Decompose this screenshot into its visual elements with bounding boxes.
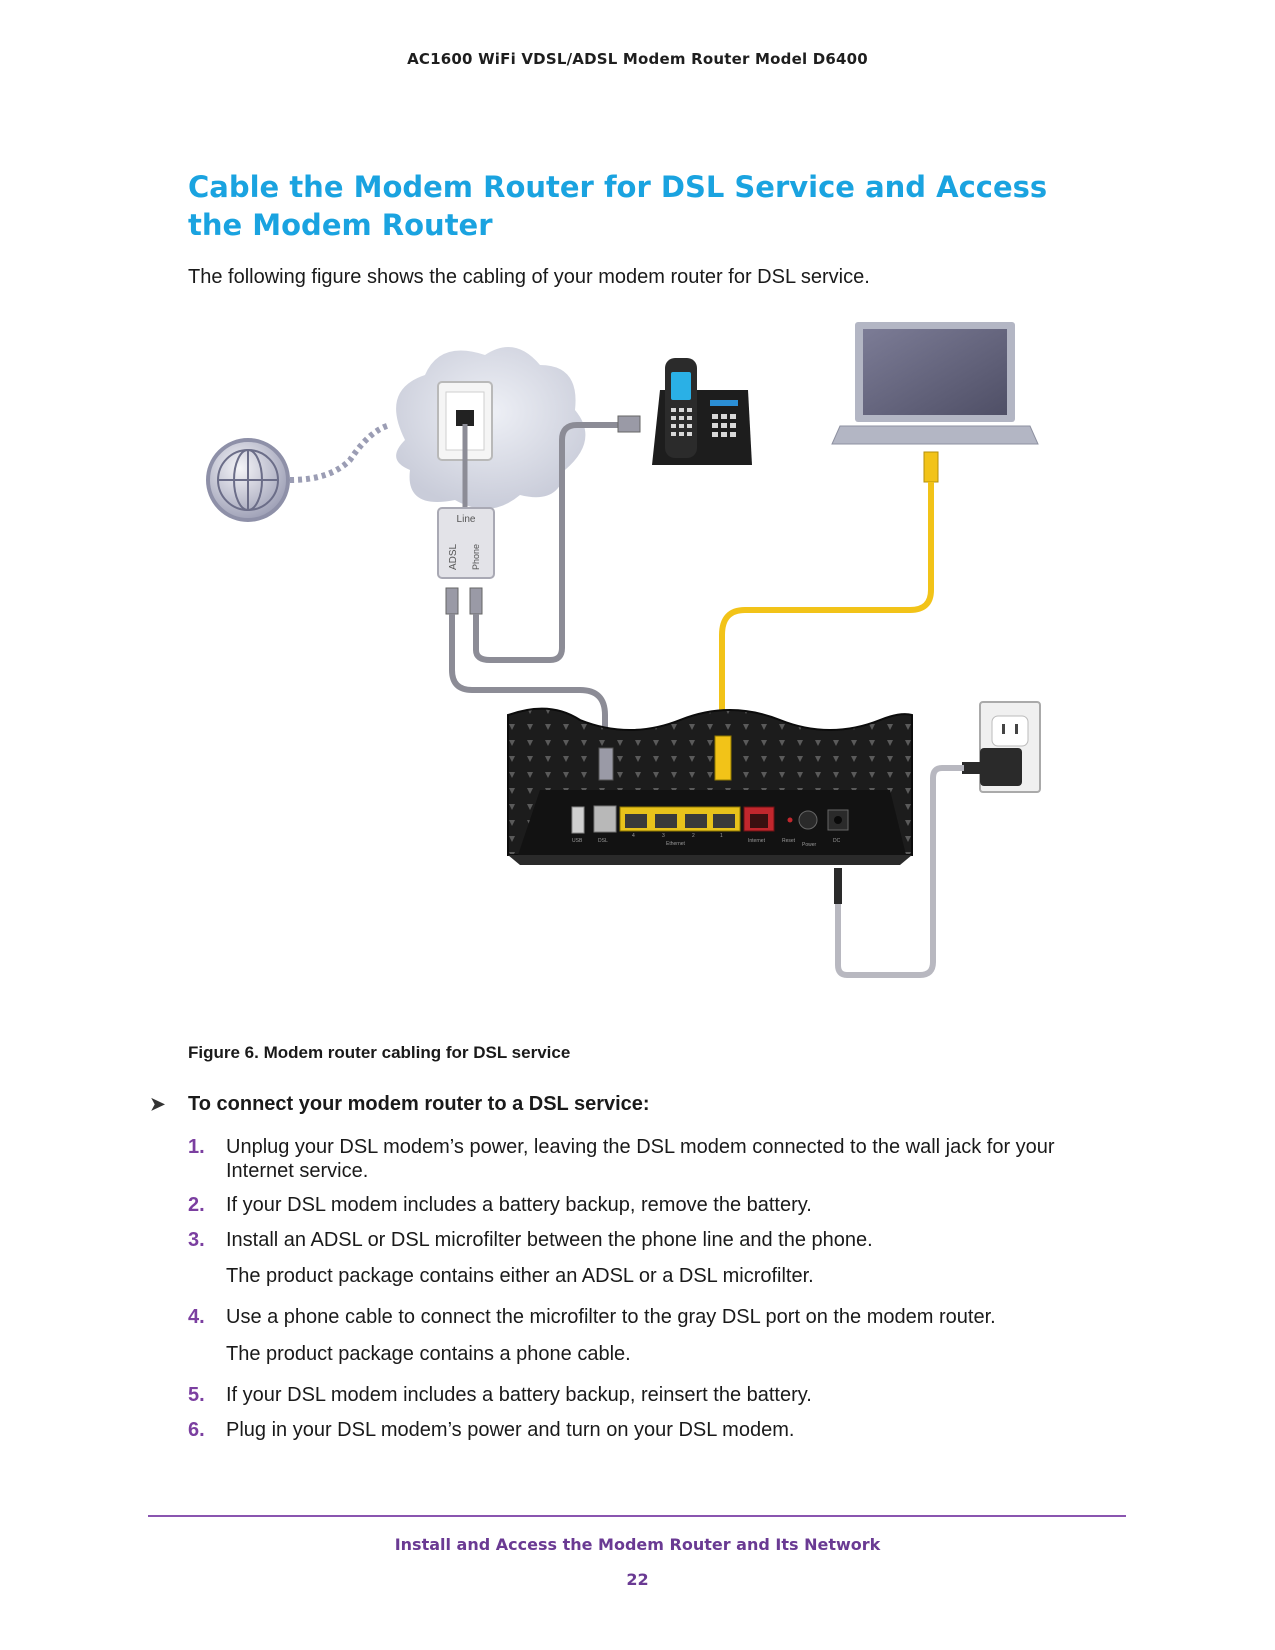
procedure-arrow-icon: ➤ [150,1094,166,1114]
phone-plug [469,587,483,615]
step-note: The product package contains either an A… [226,1265,814,1287]
ethernet-cable [719,482,934,740]
list-item: 5. If your DSL modem includes a battery … [188,1383,1108,1407]
step-number: 4. [188,1306,205,1328]
page-number: 22 [626,1570,649,1589]
port-3-label: 3 [662,833,665,839]
section-title: Cable the Modem Router for DSL Service a… [188,170,1048,242]
figure-caption: Figure 6. Modem router cabling for DSL s… [188,1043,571,1062]
reset-button [787,817,793,823]
microfilter-line-label: Line [457,514,476,525]
step-number: 5. [188,1384,205,1406]
step-number: 6. [188,1419,205,1441]
step-text: Use a phone cable to connect the microfi… [226,1306,996,1328]
modem-router: USB DSL 4 3 2 1 Ethernet Internet Reset … [507,707,913,865]
port-2-label: 2 [692,833,695,839]
list-item: 4. Use a phone cable to connect the micr… [188,1305,1108,1329]
ethernet-port-plug [714,735,732,781]
step-text: Plug in your DSL modem’s power and turn … [226,1419,795,1441]
globe-icon [206,438,290,522]
list-item: 3. Install an ADSL or DSL microfilter be… [188,1228,1108,1252]
running-header: AC1600 WiFi VDSL/ADSL Modem Router Model… [407,50,868,68]
power-adapter-icon [962,748,1022,786]
port-1-label: 1 [720,833,723,839]
adsl-plug [445,587,459,615]
phone-icon [652,358,752,465]
procedure-title-text: To connect your modem router to a DSL se… [188,1093,650,1115]
power-button [798,810,818,830]
step-text: Install an ADSL or DSL microfilter betwe… [226,1229,873,1251]
phone-plug-end [617,415,641,433]
microfilter-phone-label: Phone [471,544,481,570]
dsl-cable [449,614,608,752]
cabling-figure: Line ADSL Phone [206,322,1041,978]
internet-link [289,422,391,483]
list-item: 2. If your DSL modem includes a battery … [188,1193,1108,1217]
dc-label: DC [833,838,841,844]
procedure-title: ➤ To connect your modem router to a DSL s… [150,1093,650,1116]
usb-port [571,806,585,834]
internet-port-label: Internet [748,838,766,844]
port-4-label: 4 [632,833,635,839]
laptop-icon [831,322,1039,445]
dsl-port-plug [598,747,614,781]
ethernet-label: Ethernet [666,841,686,847]
list-item: 1. Unplug your DSL modem’s power, leavin… [188,1135,1108,1183]
step-text: If your DSL modem includes a battery bac… [226,1194,812,1216]
dsl-port-label: DSL [598,838,608,844]
power-label: Power [802,842,817,848]
list-item: 6. Plug in your DSL modem’s power and tu… [188,1418,1108,1442]
dsl-port [593,805,617,833]
intro-paragraph: The following figure shows the cabling o… [188,266,870,288]
usb-port-label: USB [572,838,583,844]
step-number: 3. [188,1229,205,1251]
step-note: The product package contains a phone cab… [226,1343,631,1365]
power-cable [835,765,964,978]
laptop-ethernet-plug [923,451,939,483]
phone-cable [473,422,620,663]
power-plug [834,868,842,904]
step-text: Unplug your DSL modem’s power, leaving t… [226,1136,1055,1182]
wall-jack-icon [437,381,493,461]
step-number: 1. [188,1136,205,1158]
microfilter: Line ADSL Phone [437,507,495,579]
step-number: 2. [188,1194,205,1216]
footer-divider [148,1515,1126,1517]
footer-title: Install and Access the Modem Router and … [394,1535,881,1554]
microfilter-adsl-label: ADSL [448,543,459,570]
reset-label: Reset [782,838,796,844]
step-text: If your DSL modem includes a battery bac… [226,1384,812,1406]
